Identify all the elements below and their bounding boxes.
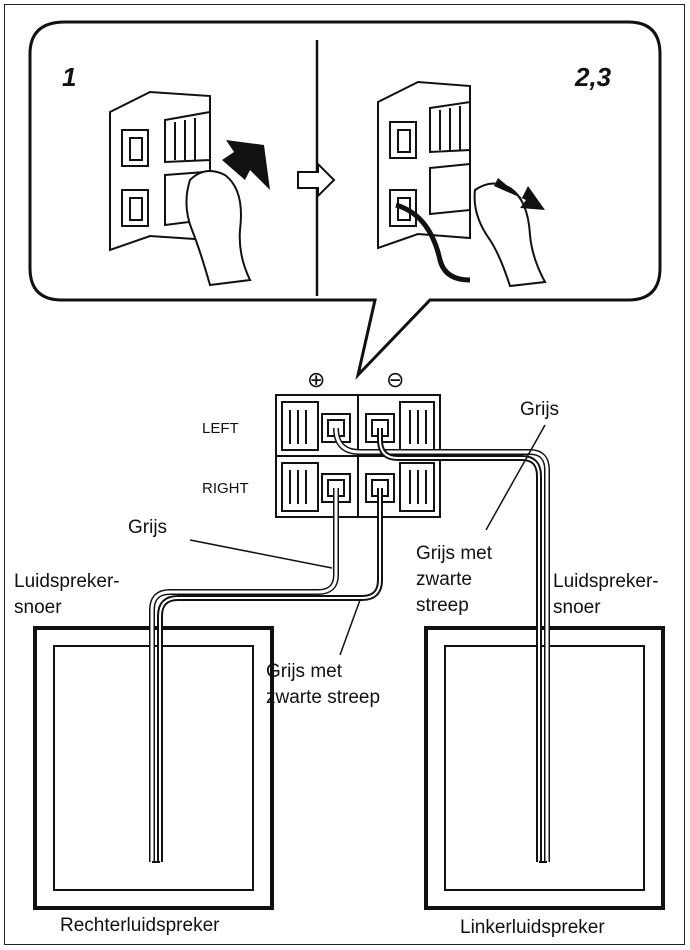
striped-label-left-line1: Grijs met <box>416 543 492 564</box>
push-arrow-icon <box>222 140 270 190</box>
striped-label-right-line2: zwarte streep <box>266 687 381 708</box>
minus-terminal-symbol: ⊖ <box>386 367 405 392</box>
striped-label-left-line2: zwarte <box>416 569 472 590</box>
plus-terminal-symbol: ⊕ <box>307 367 326 392</box>
striped-label-right-line1: Grijs met <box>266 661 342 682</box>
clip-terminal-pressed <box>109 90 211 252</box>
leader-lines <box>189 424 546 656</box>
cord-label-right-line1: Luidspreker- <box>14 571 120 592</box>
release-arrow-icon <box>494 178 545 210</box>
cord-label-right-line2: snoer <box>14 597 62 618</box>
grijs-label-right-cord: Grijs <box>128 517 168 538</box>
cord-label-left-line2: snoer <box>553 597 601 618</box>
step-2-3-number: 2,3 <box>575 62 612 92</box>
right-speaker-label: Rechterluidspreker <box>60 915 220 936</box>
striped-label-left-line3: streep <box>416 595 469 616</box>
finger-icon <box>185 170 252 287</box>
speaker-terminal-block <box>275 394 441 518</box>
next-step-arrow-icon <box>297 161 336 199</box>
right-channel-label: RIGHT <box>202 480 249 497</box>
step-1-number: 1 <box>62 62 77 92</box>
grijs-label-left-cord: Grijs <box>520 399 560 420</box>
wire-inserted <box>395 202 471 283</box>
cord-label-left-line1: Luidspreker- <box>553 571 659 592</box>
diagram-frame <box>4 4 685 945</box>
left-channel-label: LEFT <box>202 420 239 437</box>
left-speaker-label: Linkerluidspreker <box>460 917 605 938</box>
